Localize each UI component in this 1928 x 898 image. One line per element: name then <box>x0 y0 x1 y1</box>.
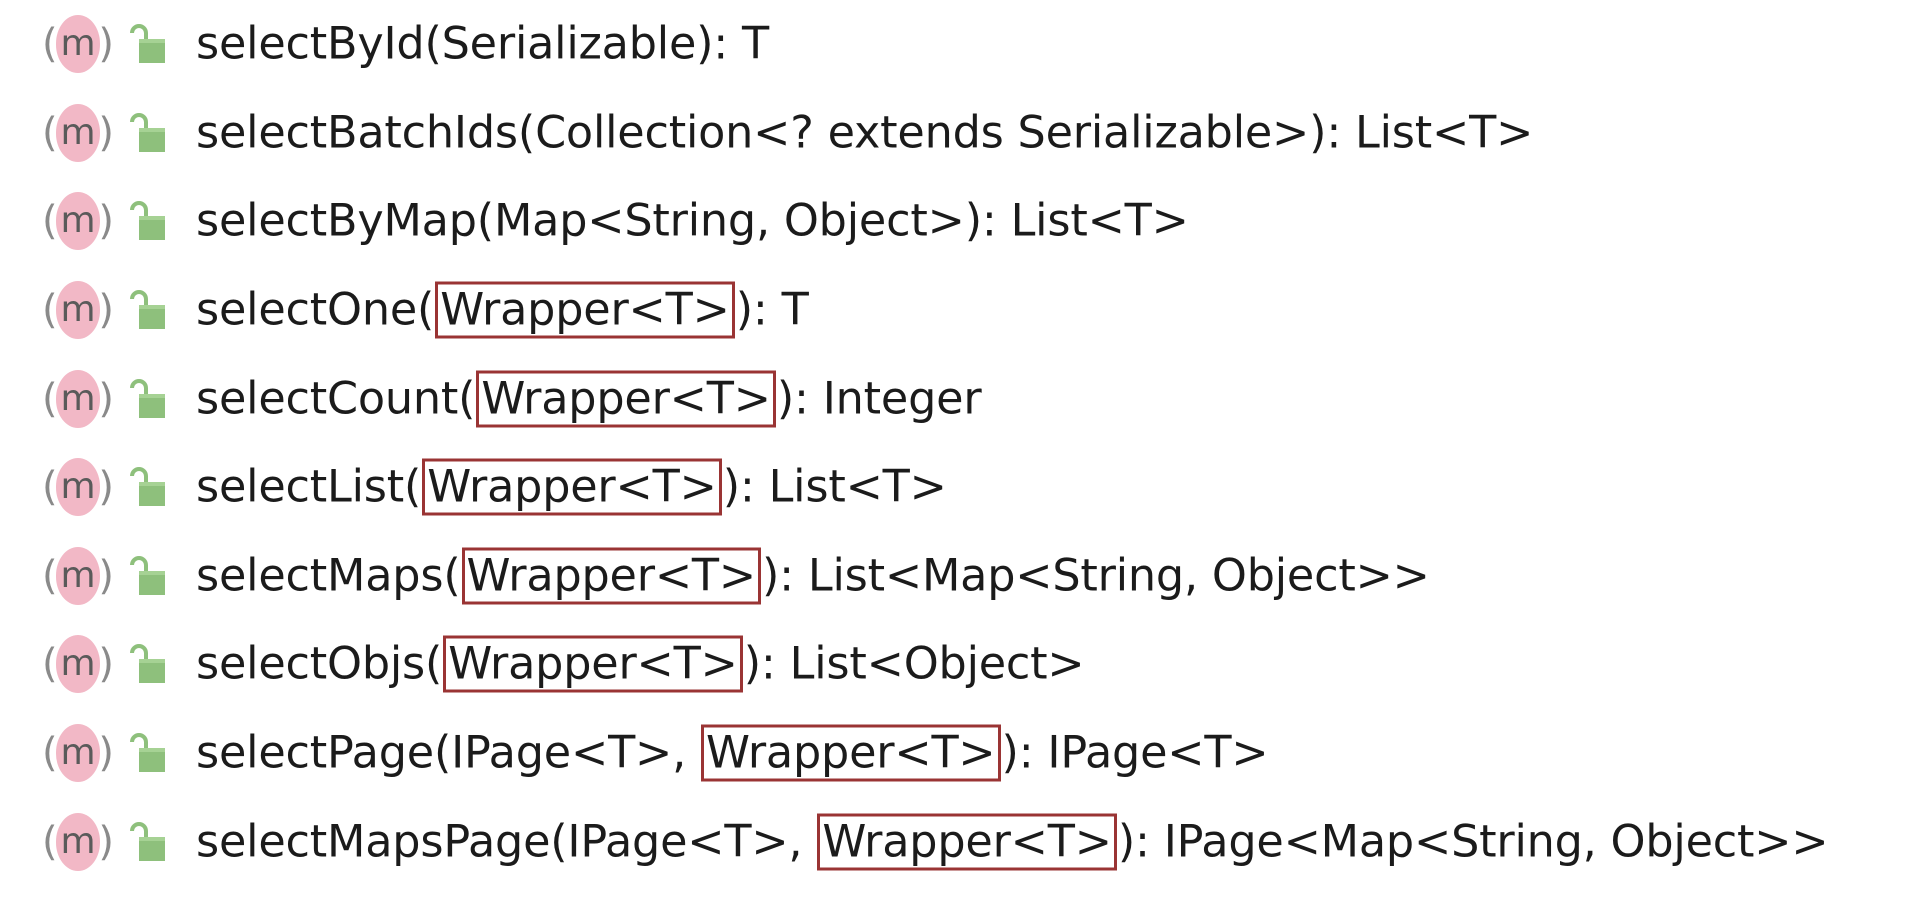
method-icon: ( m ) <box>42 10 114 78</box>
public-lock-icon <box>130 733 165 773</box>
method-signature: selectById(Serializable): T <box>196 19 769 70</box>
wrapper-param-highlight: Wrapper<T> <box>817 813 1117 871</box>
method-open-paren: ( <box>517 107 536 159</box>
method-return-type: ): List<T> <box>1309 107 1534 159</box>
method-open-paren: ( <box>443 550 461 602</box>
wrapper-param-highlight: Wrapper<T> <box>443 635 743 693</box>
method-name: selectBatchIds <box>196 107 518 159</box>
method-row-selectMaps[interactable]: ( m ) selectMaps(Wrapper<T>): List<Map<S… <box>0 532 1928 621</box>
method-icon-letter: m <box>60 466 96 508</box>
public-lock-icon <box>130 644 165 684</box>
method-param-type: Map<String, Object> <box>493 195 965 247</box>
method-icon-letter: m <box>60 111 96 153</box>
method-param-type: IPage<T>, <box>567 816 817 868</box>
method-open-paren: ( <box>476 195 494 247</box>
wrapper-param-highlight: Wrapper<T> <box>435 281 735 339</box>
method-name: selectByMap <box>196 195 477 247</box>
method-signature: selectObjs(Wrapper<T>): List<Object> <box>196 635 1085 693</box>
method-return-type: ): Integer <box>776 373 982 425</box>
method-name: selectList <box>196 461 405 513</box>
method-signature: selectList(Wrapper<T>): List<T> <box>196 458 947 516</box>
method-signature: selectOne(Wrapper<T>): T <box>196 281 809 339</box>
method-row-selectMapsPage[interactable]: ( m ) selectMapsPage(IPage<T>, Wrapper<T… <box>0 797 1928 886</box>
method-row-selectList[interactable]: ( m ) selectList(Wrapper<T>): List<T> <box>0 443 1928 532</box>
method-signature: selectByMap(Map<String, Object>): List<T… <box>196 196 1189 247</box>
method-name: selectOne <box>196 284 418 336</box>
public-lock-icon <box>130 290 165 330</box>
method-param-type: IPage<T>, <box>451 727 701 779</box>
public-lock-icon <box>130 112 165 152</box>
method-open-paren: ( <box>550 816 568 868</box>
public-lock-icon <box>130 821 165 861</box>
method-icon: ( m ) <box>42 719 114 787</box>
method-icon: ( m ) <box>42 542 114 610</box>
method-open-paren: ( <box>458 373 476 425</box>
method-open-paren: ( <box>425 638 443 690</box>
method-icon: ( m ) <box>42 99 114 167</box>
method-open-paren: ( <box>404 461 422 513</box>
method-signature: selectPage(IPage<T>, Wrapper<T>): IPage<… <box>196 724 1269 782</box>
wrapper-param-highlight: Wrapper<T> <box>476 370 776 428</box>
method-return-type: ): IPage<Map<String, Object>> <box>1117 816 1829 868</box>
public-lock-icon <box>130 378 165 418</box>
method-row-selectOne[interactable]: ( m ) selectOne(Wrapper<T>): T <box>0 266 1928 355</box>
method-icon-letter: m <box>60 820 96 862</box>
method-open-paren: ( <box>417 284 435 336</box>
method-open-paren: ( <box>433 727 452 779</box>
method-open-paren: ( <box>424 18 442 70</box>
method-row-selectById[interactable]: ( m ) selectById(Serializable): T <box>0 0 1928 89</box>
public-lock-icon <box>130 24 165 64</box>
wrapper-param-highlight: Wrapper<T> <box>422 458 722 516</box>
method-icon-letter: m <box>60 377 96 419</box>
method-signature: selectMapsPage(IPage<T>, Wrapper<T>): IP… <box>196 813 1829 871</box>
method-row-selectByMap[interactable]: ( m ) selectByMap(Map<String, Object>): … <box>0 177 1928 266</box>
method-return-type: ): List<T> <box>722 461 947 513</box>
method-param-type: Collection<? extends Serializable> <box>535 107 1310 159</box>
method-return-type: ): T <box>696 18 770 70</box>
method-icon-letter: m <box>60 732 96 774</box>
method-return-type: ): List<Object> <box>743 638 1085 690</box>
public-lock-icon <box>130 555 165 595</box>
method-icon: ( m ) <box>42 453 114 521</box>
method-signature: selectMaps(Wrapper<T>): List<Map<String,… <box>196 547 1430 605</box>
method-icon: ( m ) <box>42 630 114 698</box>
method-icon-letter: m <box>60 200 96 242</box>
method-icon: ( m ) <box>42 187 114 255</box>
method-return-type: ): List<T> <box>964 195 1189 247</box>
method-icon-letter: m <box>60 23 96 65</box>
method-row-selectCount[interactable]: ( m ) selectCount(Wrapper<T>): Integer <box>0 354 1928 443</box>
method-icon: ( m ) <box>42 276 114 344</box>
method-icon-letter: m <box>60 554 96 596</box>
method-return-type: ): List<Map<String, Object>> <box>762 550 1430 602</box>
method-row-selectPage[interactable]: ( m ) selectPage(IPage<T>, Wrapper<T>): … <box>0 709 1928 798</box>
method-name: selectCount <box>196 373 459 425</box>
method-name: selectMapsPage <box>196 816 551 868</box>
method-name: selectById <box>196 18 425 70</box>
method-row-selectBatchIds[interactable]: ( m ) selectBatchIds(Collection<? extend… <box>0 89 1928 178</box>
public-lock-icon <box>130 467 165 507</box>
method-signature: selectBatchIds(Collection<? extends Seri… <box>196 107 1533 158</box>
method-name: selectMaps <box>196 550 444 602</box>
method-name: selectObjs <box>196 638 426 690</box>
method-icon-letter: m <box>60 643 96 685</box>
method-icon-letter: m <box>60 289 96 331</box>
method-row-selectObjs[interactable]: ( m ) selectObjs(Wrapper<T>): List<Objec… <box>0 620 1928 709</box>
public-lock-icon <box>130 201 165 241</box>
wrapper-param-highlight: Wrapper<T> <box>461 547 761 605</box>
method-return-type: ): IPage<T> <box>1001 727 1269 779</box>
method-name: selectPage <box>196 727 434 779</box>
method-return-type: ): T <box>735 284 809 336</box>
wrapper-param-highlight: Wrapper<T> <box>701 724 1001 782</box>
method-icon: ( m ) <box>42 365 114 433</box>
method-icon: ( m ) <box>42 808 114 876</box>
method-param-type: Serializable <box>441 18 697 70</box>
method-signature: selectCount(Wrapper<T>): Integer <box>196 370 982 428</box>
